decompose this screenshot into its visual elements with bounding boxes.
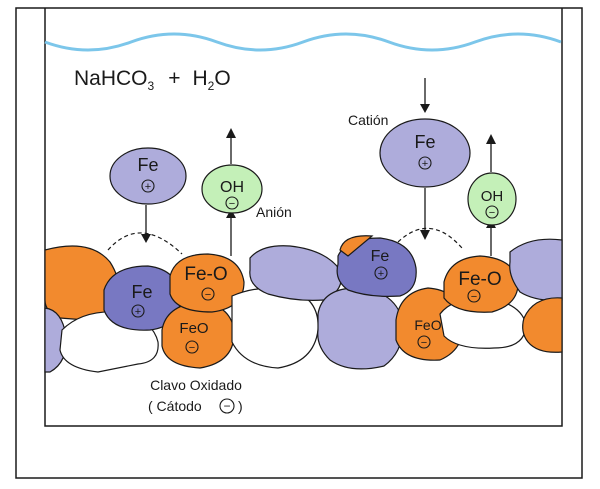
arrowhead-fe-left xyxy=(141,234,151,243)
beaker xyxy=(44,8,563,427)
minus-marker-feo-left xyxy=(185,340,199,354)
plus-sign-grain-right: + xyxy=(378,268,384,280)
outer-frame xyxy=(15,7,583,479)
minus-sign-feo-left: − xyxy=(189,342,195,354)
fe-ion-left xyxy=(109,147,187,205)
minus-marker-fe-o-right xyxy=(467,289,481,303)
cation-label: Catión xyxy=(348,112,388,128)
minus-sign-catodo: − xyxy=(223,399,230,413)
fe-label-grain-right: Fe xyxy=(371,248,390,265)
minus-marker-oh-left xyxy=(225,196,239,210)
ion-labels: Fe OH Fe OH Fe Fe Fe-O Fe-O FeO FeO xyxy=(131,132,503,337)
fe-ion-right xyxy=(379,118,471,188)
purple-grain-middle xyxy=(249,245,342,301)
nail-surface xyxy=(44,235,563,373)
oh-ion-left xyxy=(201,164,263,214)
arrowhead-cation-in xyxy=(420,104,430,113)
clavo-label: Clavo Oxidado xyxy=(150,377,242,393)
fe-label-floating-right: Fe xyxy=(414,132,435,152)
minus-sign-fe-o-left: − xyxy=(205,289,211,301)
orange-grain-right xyxy=(522,297,563,353)
solution-label: NaHCO3+H2O xyxy=(74,67,231,93)
charge-markers xyxy=(131,156,499,414)
anion-label: Anión xyxy=(256,204,292,220)
oh-label-right: OH xyxy=(481,188,504,205)
plus-marker-grain-right xyxy=(374,266,388,280)
oh-ion-right xyxy=(467,172,517,226)
arrowhead-oh-left-top xyxy=(226,128,236,138)
minus-marker-feo-right xyxy=(417,335,431,349)
feo-label-left: FeO xyxy=(179,320,208,337)
feo-label-right: FeO xyxy=(414,317,441,333)
minus-marker-catodo xyxy=(219,398,235,414)
plus-sign-fe-right: + xyxy=(422,158,428,170)
minus-sign-fe-o-right: − xyxy=(471,291,477,303)
orange-grain-center xyxy=(339,235,374,257)
arrowhead-fe-right xyxy=(420,230,430,240)
oh-label-left: OH xyxy=(220,179,244,196)
purple-grain-center xyxy=(317,287,404,370)
minus-sign-feo-right: − xyxy=(421,337,427,349)
catodo-close: ) xyxy=(238,398,243,414)
plus-sign-grain-left: + xyxy=(135,306,141,318)
dashed-arc-right xyxy=(397,227,463,249)
fe-label-grain-left: Fe xyxy=(131,282,152,302)
water-surface xyxy=(44,32,562,52)
purple-grain-right xyxy=(509,238,563,301)
minus-marker-oh-right xyxy=(485,205,499,219)
minus-sign-oh-left: − xyxy=(229,198,235,210)
plus-marker-fe-right xyxy=(418,156,432,170)
plus-marker-fe-left xyxy=(141,179,155,193)
fe-o-label-right: Fe-O xyxy=(458,269,501,290)
minus-sign-oh-right: − xyxy=(489,207,495,219)
charge-signs: + − + − + + − − − − − xyxy=(135,158,495,413)
minus-marker-fe-o-left xyxy=(201,287,215,301)
plus-marker-grain-left xyxy=(131,304,145,318)
fe-grain-right xyxy=(336,237,417,297)
fe-o-label-left: Fe-O xyxy=(184,264,227,285)
dashed-arc-left xyxy=(107,232,183,255)
fe-o-grain-left xyxy=(169,253,245,313)
plus-sign-fe-left: + xyxy=(145,181,151,193)
catodo-label: ( Cátodo xyxy=(148,398,202,414)
fe-label-floating-left: Fe xyxy=(137,155,158,175)
arrowhead-oh-right-top xyxy=(486,134,496,144)
